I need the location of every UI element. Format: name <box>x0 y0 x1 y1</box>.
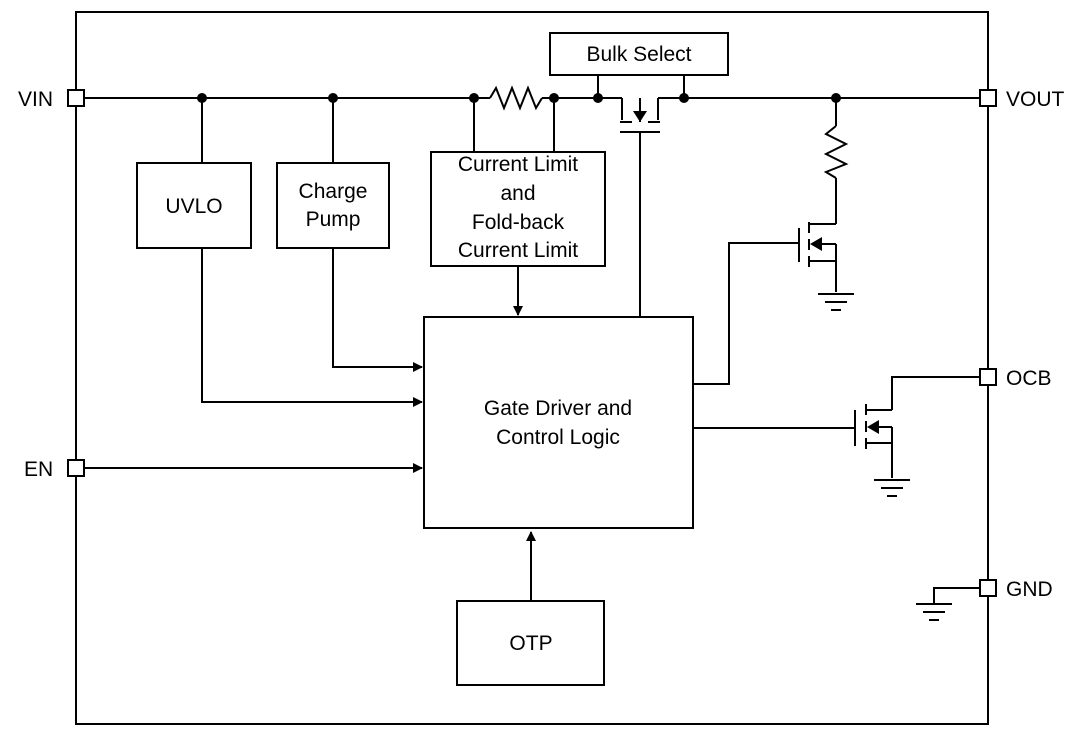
gate-driver-line2: Control Logic <box>496 426 620 449</box>
otp-label: OTP <box>509 632 552 655</box>
discharge-path <box>693 98 854 385</box>
charge-pump-label-line1: Charge <box>299 180 368 203</box>
uvlo-block: UVLO <box>136 98 423 407</box>
current-limit-line2: and <box>500 182 535 205</box>
ocb-mosfet <box>693 376 980 497</box>
pass-mosfet <box>620 98 660 317</box>
gnd-label: GND <box>1006 578 1053 601</box>
bulk-select-label: Bulk Select <box>586 43 691 66</box>
vout-label: VOUT <box>1006 88 1065 111</box>
gate-driver-block: Gate Driver and Control Logic <box>423 316 694 529</box>
current-limit-block: Current Limit and Fold-back Current Limi… <box>430 98 606 316</box>
vin-pin <box>67 89 85 107</box>
gate-driver-line1: Gate Driver and <box>484 397 632 420</box>
ocb-pin <box>979 368 997 386</box>
current-limit-line4: Current Limit <box>458 239 578 262</box>
charge-pump-label-line2: Pump <box>306 208 361 231</box>
current-limit-line3: Fold-back <box>472 211 565 234</box>
current-limit-line1: Current Limit <box>458 153 578 176</box>
en-pin <box>67 459 85 477</box>
ocb-label: OCB <box>1006 367 1052 390</box>
otp-block: OTP <box>456 531 605 686</box>
gnd-connection <box>916 587 980 621</box>
en-label: EN <box>24 458 53 481</box>
vout-pin <box>979 89 997 107</box>
vin-label: VIN <box>18 88 53 111</box>
uvlo-label: UVLO <box>165 195 222 218</box>
gnd-pin <box>979 579 997 597</box>
bulk-select-block: Bulk Select <box>549 32 729 98</box>
charge-pump-block: Charge Pump <box>276 98 423 372</box>
main-rail <box>84 85 980 120</box>
